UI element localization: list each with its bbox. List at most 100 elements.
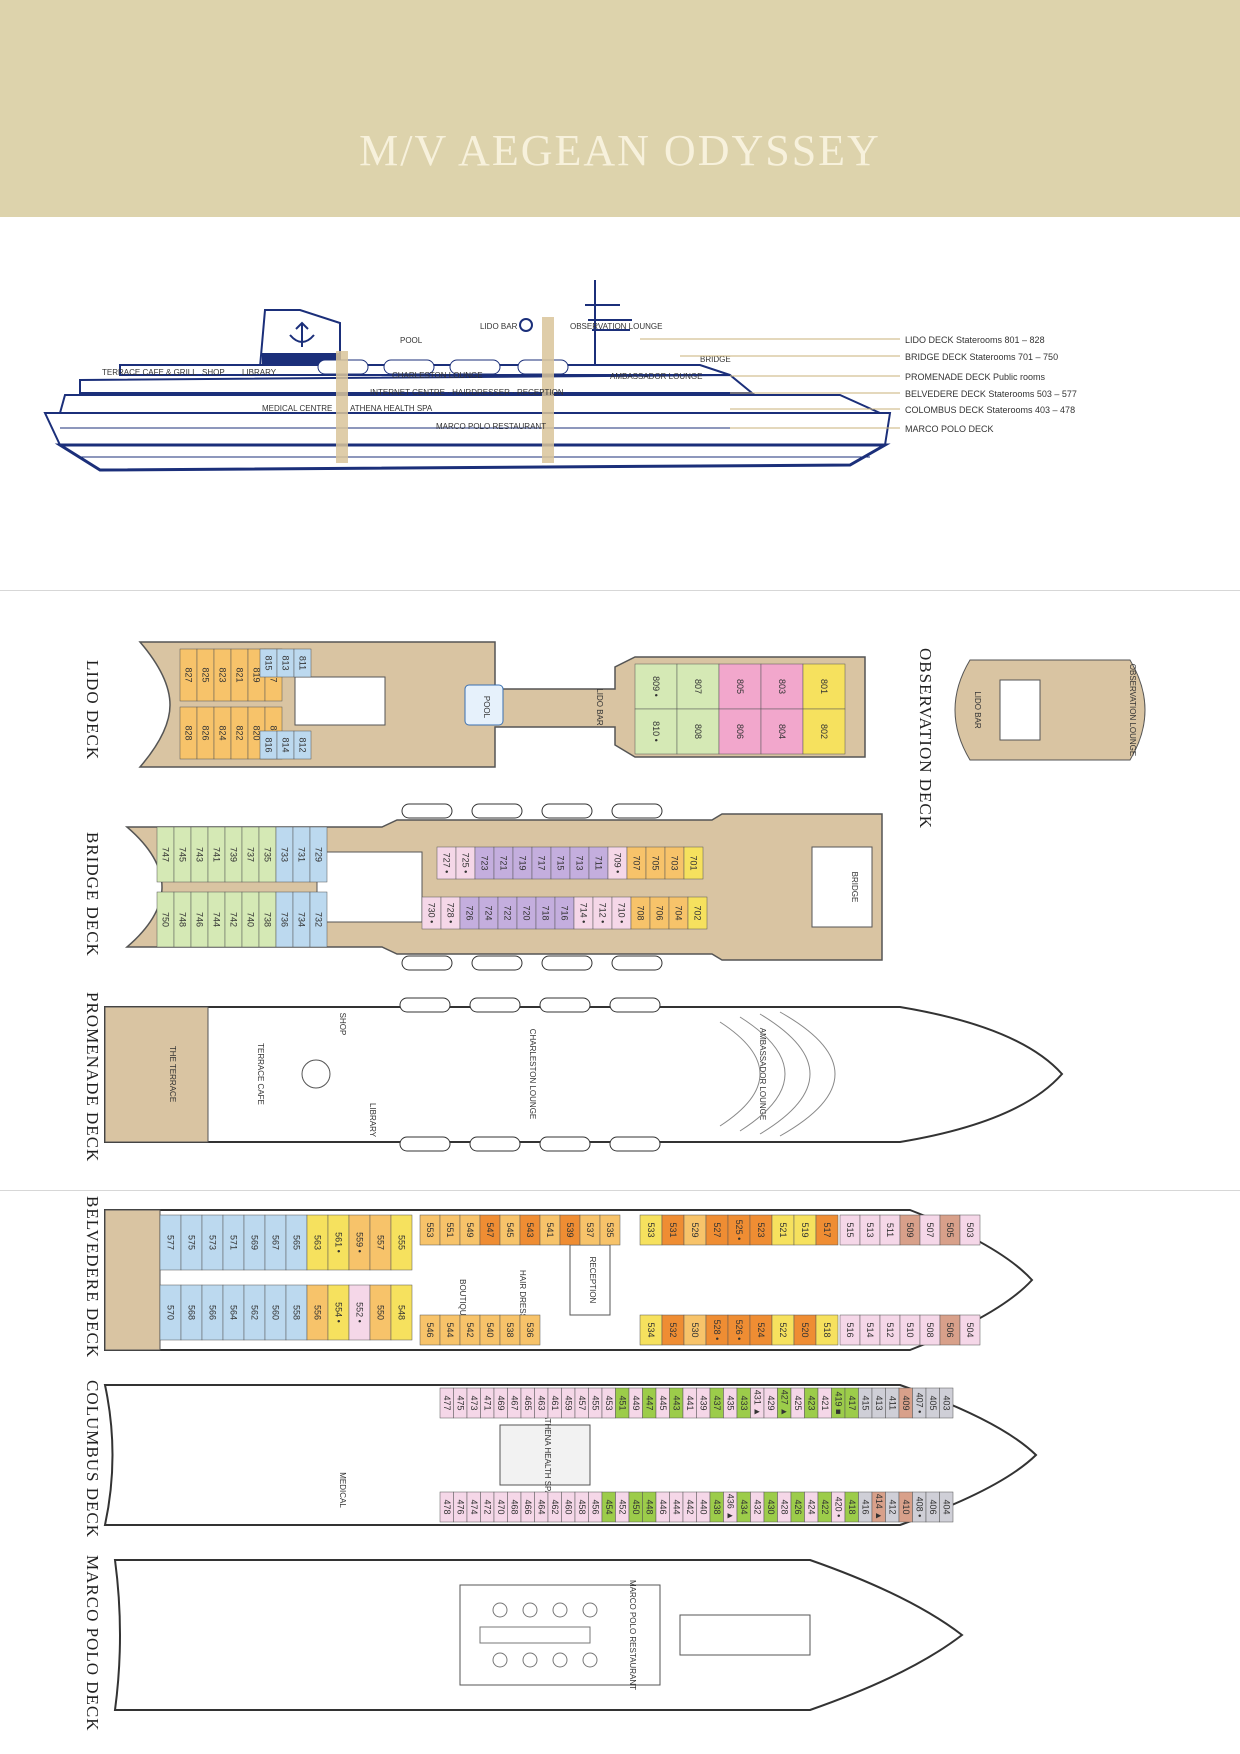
cabin-number: 411 [887,1396,897,1410]
cabin-number: 450 [631,1499,641,1514]
cabin-number: 527 [712,1222,722,1237]
cabin-number: 739 [229,847,239,862]
cabin-number: 442 [685,1499,695,1514]
cabin-number: 702 [693,905,703,920]
promenade-lifeboats [399,997,661,1152]
cabin-number: 721 [499,855,509,870]
cabin-number: 405 [928,1395,938,1410]
cabin-number: 542 [465,1322,475,1337]
cabin-number: 562 [250,1305,260,1320]
cabin-number: 424 [806,1499,816,1514]
cabin-number: 718 [541,905,551,920]
cabin-number: 549 [465,1222,475,1237]
cabin-number: 738 [263,912,273,927]
cabin-number: 458 [577,1499,587,1514]
observation-deck-plan: LIDO BAR OBSERVATION LOUNGE [940,655,1160,765]
cabin-702 [687,896,708,930]
cabin-number: 711 [594,856,604,870]
cabin-number: 513 [865,1222,875,1237]
cabin-518 [815,1314,839,1346]
cabin-number: 426 [793,1499,803,1514]
cabin-number: 577 [166,1235,176,1250]
promenade-deck-drawing: THE TERRACE TERRACE CAFE SHOP LIBRARY CH… [104,997,1064,1152]
cabin-number: 434 [739,1499,749,1514]
cabin-number: 737 [246,847,256,862]
cabin-number: 740 [246,912,256,927]
cabin-number: 728 • [446,903,456,924]
cabin-number: 414 ▲ [874,1494,884,1520]
cabin-403 [939,1387,954,1419]
promenade-level [58,394,881,414]
profile-lido-bar-label: LIDO BAR [480,322,518,331]
cabin-number: 556 [313,1305,323,1320]
legend-marco-polo: MARCO POLO DECK [905,424,994,434]
cabin-number: 710 • [617,903,627,924]
cabin-number: 553 [425,1222,435,1237]
cabin-number: 827 [184,667,194,682]
cabin-number: 471 [482,1395,492,1410]
cabin-number: 448 [644,1499,654,1514]
cabin-number: 545 [505,1222,515,1237]
cabin-number: 734 [297,912,307,927]
cabin-number: 736 [280,912,290,927]
bridge-lifeboats [401,803,663,971]
observation-stair [999,679,1041,741]
cabin-number: 701 [689,855,699,870]
cabin-555 [390,1214,413,1271]
cabin-number: 546 [425,1322,435,1337]
cabin-number: 443 [671,1395,681,1410]
cabin-404 [939,1491,954,1523]
legend-lido: LIDO DECK Staterooms 801 – 828 [905,335,1045,345]
stair-spiral [301,1059,331,1089]
cabin-number: 557 [376,1235,386,1250]
cabin-number: 729 [314,847,324,862]
cabin-number: 727 • [442,853,452,874]
cabin-number: 535 [605,1222,615,1237]
cabin-number: 419 ■ [833,1392,843,1415]
cabin-number: 707 [632,855,642,870]
cabin-number: 552 • [355,1302,365,1323]
cabin-number: 447 [644,1395,654,1410]
cabin-number: 525 • [734,1220,744,1241]
cabin-number: 428 [779,1499,789,1514]
lido-deck-plan: POOL LIDO BAR 82782582382181981782882682… [135,637,866,772]
cabin-number: 823 [218,667,228,682]
cabin-number: 575 [187,1235,197,1250]
cabin-number: 465 [523,1395,533,1410]
cabin-number: 816 [264,737,274,752]
profile-bridge-label: BRIDGE [700,355,731,364]
profile-medical-label: MEDICAL CENTRE [262,404,332,413]
cabin-number: 561 • [334,1232,344,1253]
cabin-number: 730 • [427,903,437,924]
cabin-number: 459 [563,1395,573,1410]
cabin-809 [634,663,678,710]
cabin-803 [760,663,804,710]
lifeboat [383,359,435,375]
cabin-number: 509 [905,1222,915,1237]
cabin-number: 468 [509,1499,519,1514]
cabin-number: 820 [252,725,262,740]
cabin-number: 457 [577,1395,587,1410]
cabin-number: 824 [218,725,228,740]
cabin-number: 427 ▲ [779,1390,789,1416]
cabin-number: 808 [693,724,703,739]
cabin-number: 717 [537,855,547,870]
cabin-number: 810 • [651,721,661,742]
observation-deck-outline [954,659,1146,761]
cabin-number: 543 [525,1222,535,1237]
cabin-number: 708 [636,905,646,920]
cabin-number: 815 [264,655,274,670]
cabin-number: 809 • [651,676,661,697]
cabin-number: 570 [166,1305,176,1320]
cabin-number: 445 [658,1395,668,1410]
cabin-number: 455 [590,1395,600,1410]
cabin-number: 712 • [598,903,608,924]
cabin-number: 713 [575,855,585,870]
cabin-number: 534 [646,1322,656,1337]
cabin-number: 537 [585,1222,595,1237]
cabin-number: 420 • [833,1497,843,1518]
medical-label: MEDICAL [338,1472,347,1508]
cabin-number: 431 ▲ [752,1390,762,1416]
cabin-number: 508 [925,1322,935,1337]
cabin-number: 733 [280,847,290,862]
